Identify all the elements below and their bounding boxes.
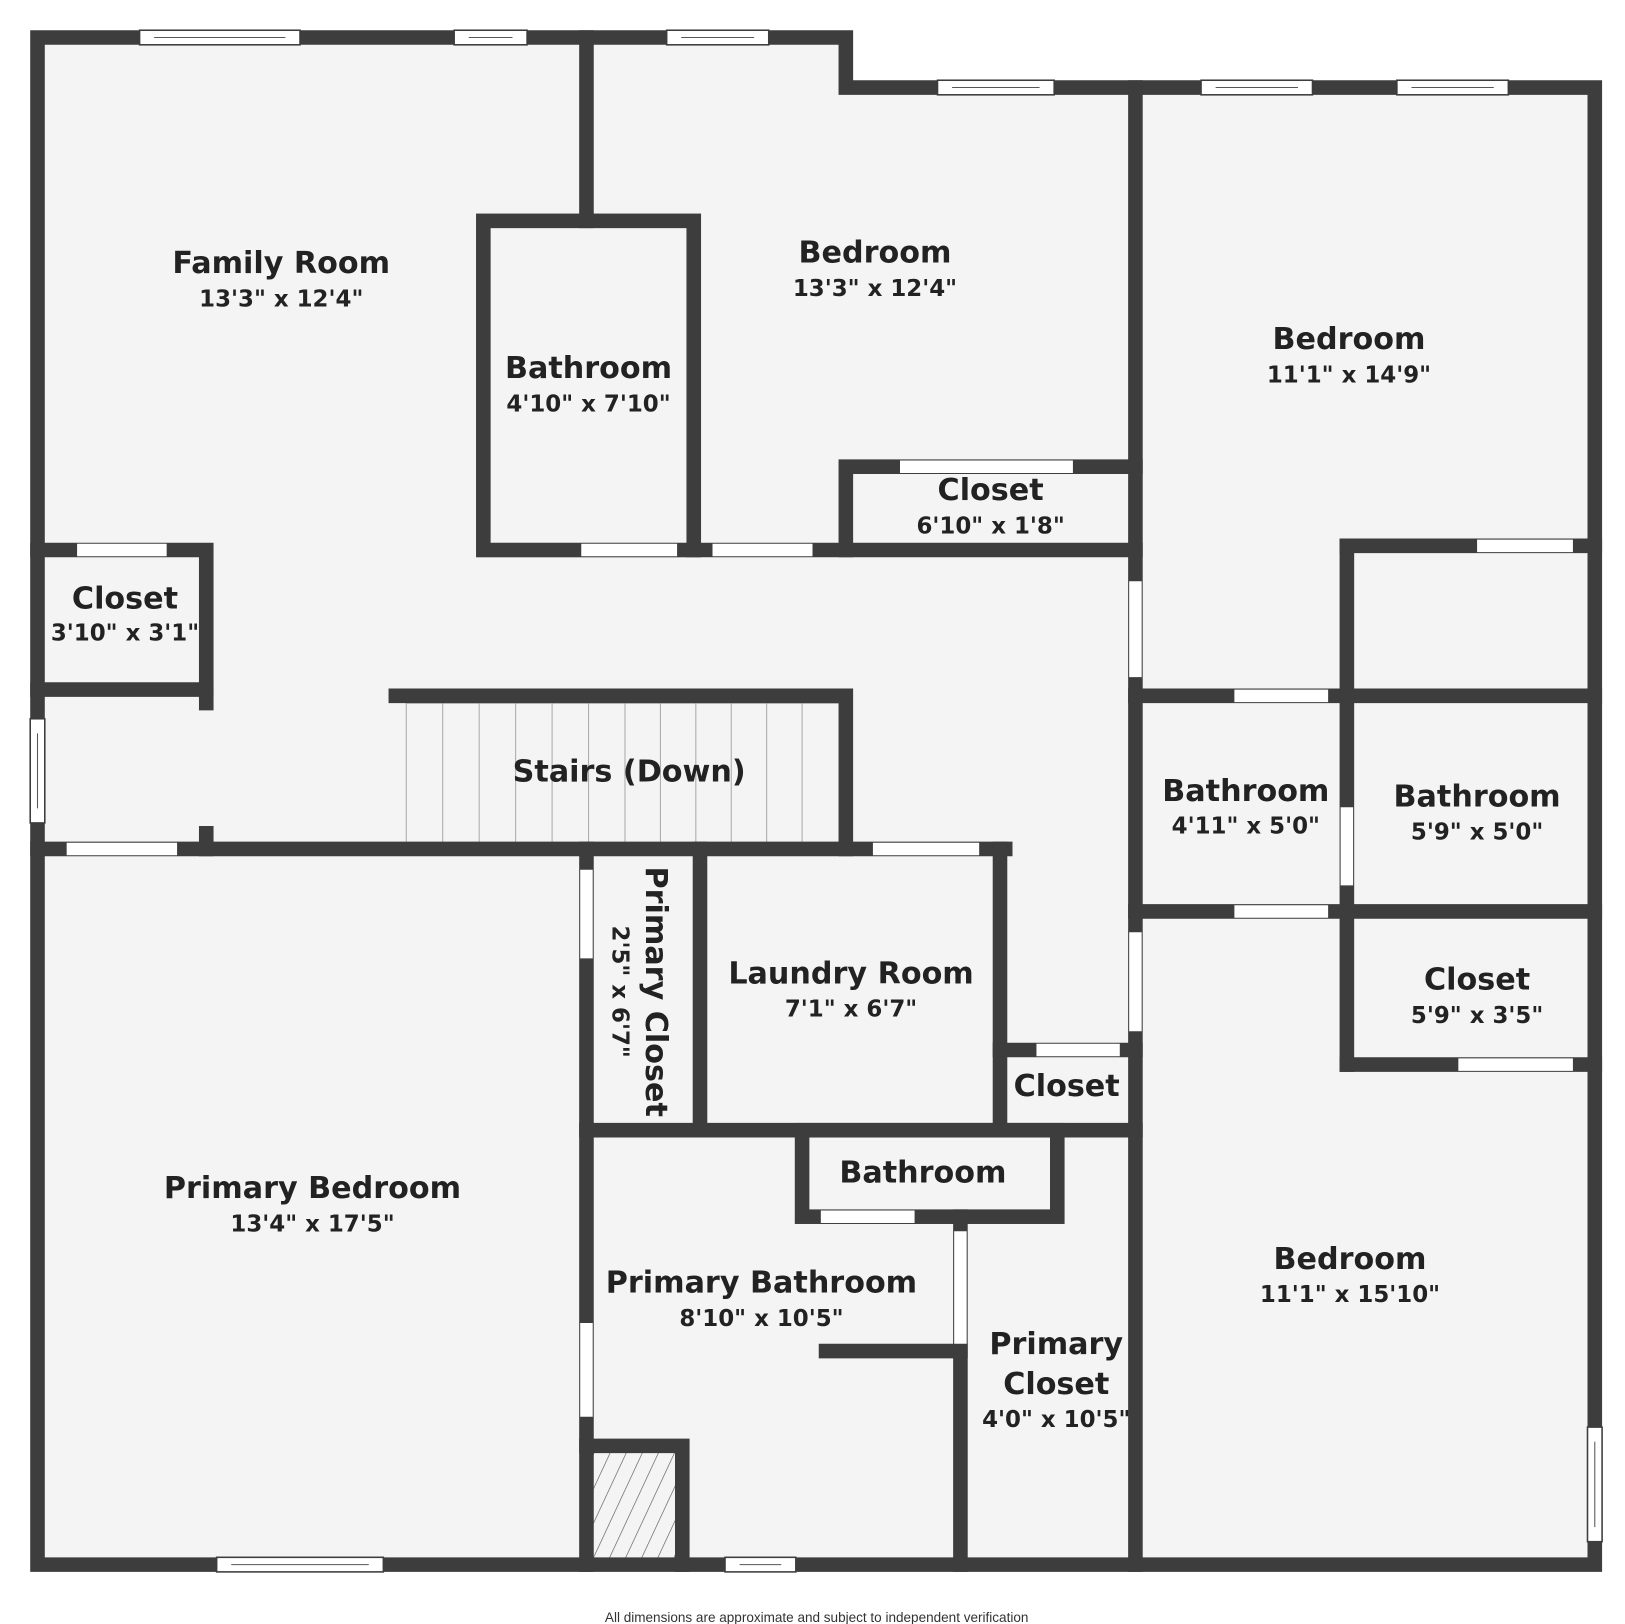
room-name: Primary Closet: [638, 867, 673, 1117]
room-dims: 7'1" x 6'7": [785, 997, 917, 1023]
room-name: Bedroom: [1274, 1242, 1427, 1277]
room-dims: 11'1" x 14'9": [1267, 362, 1431, 388]
windows: [29, 29, 1603, 1573]
room-name: Primary Bathroom: [606, 1266, 917, 1301]
room-dims: 4'11" x 5'0": [1172, 813, 1320, 839]
room-name: Bedroom: [1272, 322, 1425, 357]
room-dims: 13'4" x 17'5": [230, 1211, 394, 1237]
room-dims: 8'10" x 10'5": [679, 1306, 843, 1332]
room-dims: 4'10" x 7'10": [506, 391, 670, 417]
room-dims: 2'5" x 6'7": [607, 926, 633, 1058]
room-labels: Family Room 13'3" x 12'4" Bedroom 13'3" …: [51, 236, 1561, 1434]
room-name: Bedroom: [799, 236, 952, 271]
hatched-shaft: [586, 1445, 683, 1565]
room-name: Bathroom: [505, 351, 672, 386]
doorways: [66, 460, 1573, 1417]
disclaimer-note: All dimensions are approximate and subje…: [605, 1610, 1028, 1624]
room-name: Stairs (Down): [513, 754, 746, 789]
room-dims: 4'0" x 10'5": [982, 1407, 1130, 1433]
room-dims: 11'1" x 15'10": [1260, 1282, 1440, 1308]
room-dims: 5'9" x 3'5": [1411, 1003, 1543, 1029]
room-name: Family Room: [172, 246, 390, 281]
room-name: Closet: [1003, 1367, 1109, 1402]
room-name: Closet: [938, 473, 1044, 508]
walls: [30, 30, 1603, 1572]
room-name: Bathroom: [1394, 779, 1561, 814]
room-name: Primary Bedroom: [164, 1171, 461, 1206]
room-dims: 6'10" x 1'8": [916, 513, 1064, 539]
room-dims: 13'3" x 12'4": [793, 276, 957, 302]
room-dims: 13'3" x 12'4": [199, 286, 363, 312]
room-name: Bathroom: [839, 1155, 1006, 1190]
room-name: Closet: [1424, 963, 1530, 998]
room-name: Closet: [1014, 1069, 1120, 1104]
room-name: Closet: [72, 581, 178, 616]
room-name: Laundry Room: [728, 956, 973, 991]
room-name: Bathroom: [1162, 774, 1329, 809]
room-dims: 3'10" x 3'1": [51, 621, 199, 647]
room-dims: 5'9" x 5'0": [1411, 820, 1543, 846]
room-name: Primary: [989, 1327, 1123, 1362]
